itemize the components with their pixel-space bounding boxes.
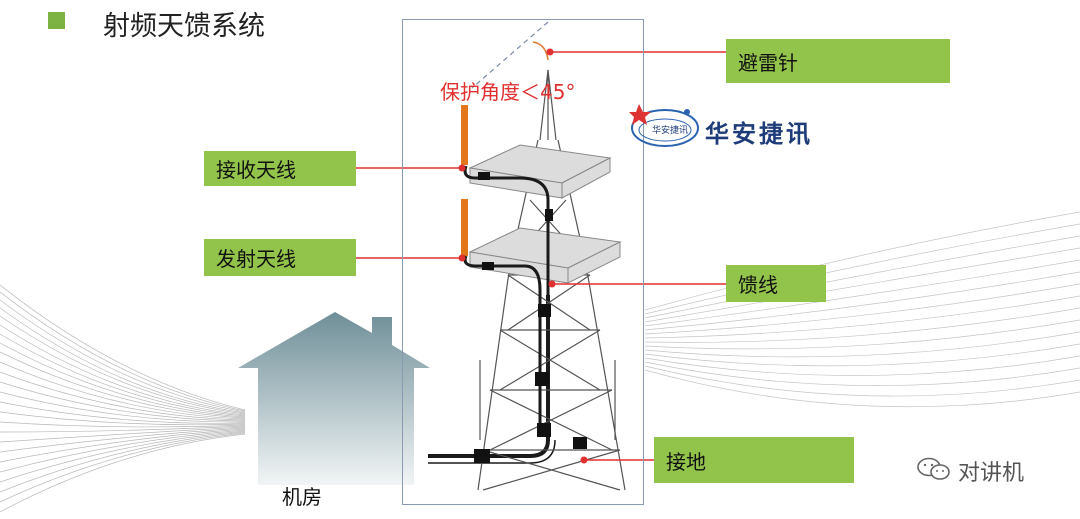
upper-platform	[468, 144, 612, 199]
page-title: 射频天馈系统	[103, 11, 265, 42]
tower-frame	[402, 19, 644, 505]
company-logo-badge: 华安捷讯	[629, 104, 699, 147]
leader-dots	[458, 48, 588, 464]
feeder-cable-upper	[463, 165, 550, 300]
decorative-lines-right	[644, 211, 1080, 408]
tx-antenna-label: 发射天线	[204, 239, 356, 276]
protection-angle-label: 保护角度＜45°	[440, 80, 576, 104]
logo-badge-text: 华安捷讯	[652, 124, 688, 136]
connector-blocks	[474, 172, 587, 463]
protection-cone-line	[471, 21, 549, 89]
lightning-rod-label: 避雷针	[726, 39, 950, 83]
equipment-room-label: 机房	[282, 485, 322, 509]
company-logo-text: 华安捷讯	[705, 120, 813, 148]
tx-antenna-element	[461, 199, 468, 256]
decorative-lines-left	[0, 284, 246, 513]
watermark-text: 对讲机	[958, 461, 1025, 486]
rx-antenna-element	[461, 105, 468, 165]
feeder-cable-lower	[463, 255, 542, 430]
feeder-label: 馈线	[726, 265, 826, 302]
equipment-room-house	[238, 312, 430, 485]
title-bullet	[48, 12, 65, 29]
wechat-icon	[917, 457, 950, 480]
ground-label: 接地	[654, 437, 854, 483]
leader-lines	[356, 51, 726, 461]
lightning-rod	[532, 41, 549, 61]
rx-antenna-label: 接收天线	[204, 151, 356, 186]
ground-feeder-cable	[428, 295, 550, 458]
